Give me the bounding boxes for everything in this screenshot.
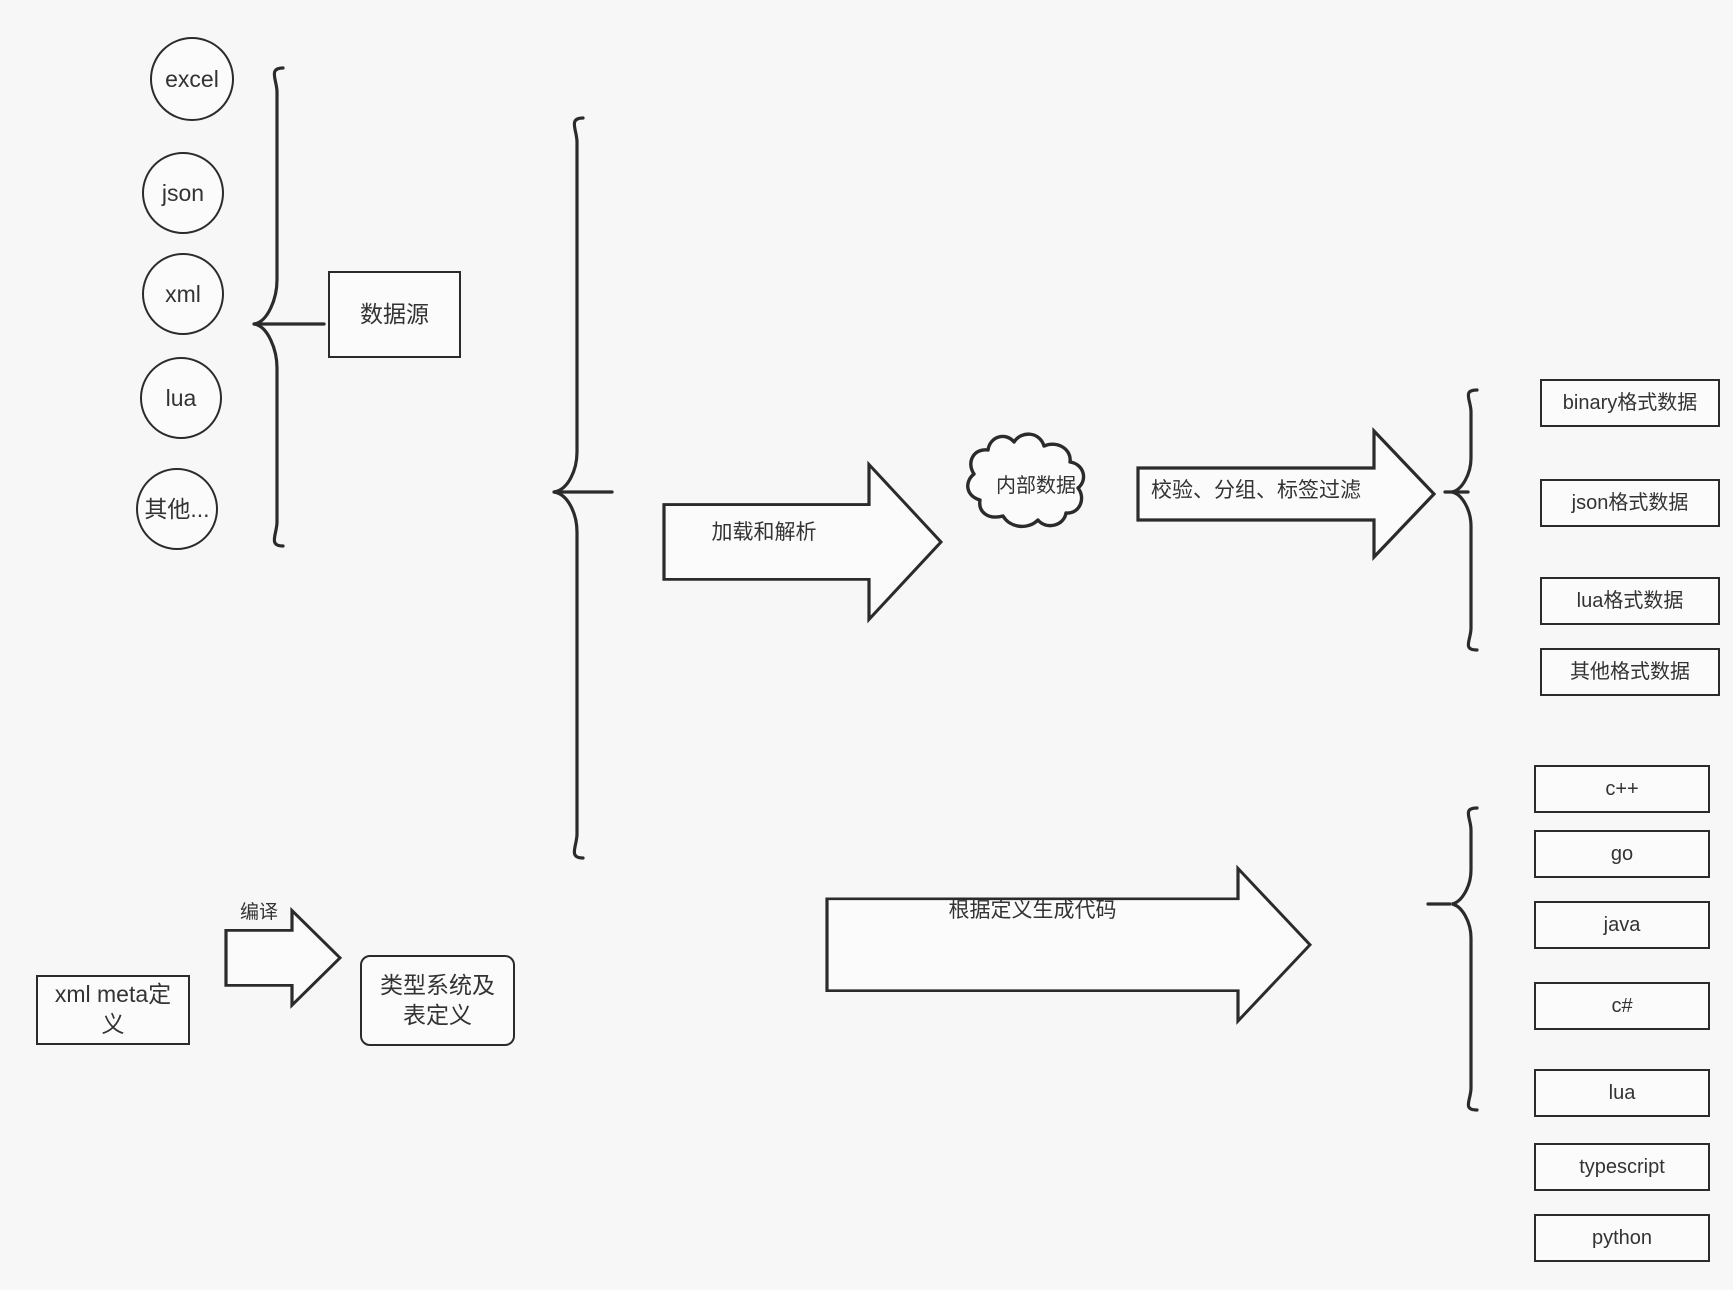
source-node-other[interactable]: 其他... <box>136 468 218 550</box>
source-node-json-label: json <box>161 179 205 206</box>
arrow-validate-group-filter <box>1136 427 1437 561</box>
type-system-box-label: 类型系统及表定义 <box>380 971 495 1028</box>
output-language-csharp-label: c# <box>1611 995 1633 1017</box>
output-format-binary[interactable]: binary格式数据 <box>1540 379 1720 427</box>
source-node-xml-label: xml <box>165 280 201 307</box>
xml-meta-box-label: xml meta定义 <box>54 981 172 1037</box>
output-language-typescript[interactable]: typescript <box>1534 1143 1710 1191</box>
source-node-other-label: 其他... <box>144 495 210 522</box>
source-node-xml[interactable]: xml <box>142 253 224 335</box>
source-node-excel[interactable]: excel <box>150 37 234 121</box>
source-node-lua-label: lua <box>165 384 197 411</box>
output-language-python[interactable]: python <box>1534 1214 1710 1262</box>
output-language-lua[interactable]: lua <box>1534 1069 1710 1117</box>
output-format-lua[interactable]: lua格式数据 <box>1540 577 1720 625</box>
arrow-compile-label: 编译 <box>239 901 278 923</box>
cloud-internal-data-label: 内部数据 <box>996 474 1076 497</box>
arrow-load-parse <box>662 460 944 624</box>
arrow-validate-group-filter-label: 校验、分组、标签过滤 <box>1151 479 1361 502</box>
output-format-other-label: 其他格式数据 <box>1570 661 1690 683</box>
output-format-lua-label: lua格式数据 <box>1576 590 1684 612</box>
output-language-csharp[interactable]: c# <box>1534 982 1710 1030</box>
output-language-lua-label: lua <box>1608 1082 1636 1104</box>
output-language-go-label: go <box>1610 843 1634 865</box>
output-format-binary-label: binary格式数据 <box>1562 392 1698 414</box>
source-node-excel-label: excel <box>165 65 219 92</box>
type-system-box[interactable]: 类型系统及表定义 <box>360 955 515 1046</box>
output-language-go[interactable]: go <box>1534 830 1710 878</box>
data-source-box-label: 数据源 <box>360 300 429 327</box>
brace-output-languages <box>1426 806 1479 1112</box>
output-format-json-label: json格式数据 <box>1571 492 1689 514</box>
arrow-generate-code <box>825 864 1313 1025</box>
output-format-json[interactable]: json格式数据 <box>1540 479 1720 527</box>
output-language-java[interactable]: java <box>1534 901 1710 949</box>
arrow-generate-code-label: 根据定义生成代码 <box>948 899 1117 922</box>
source-node-json[interactable]: json <box>142 152 224 234</box>
brace-data-sources <box>252 66 326 548</box>
brace-pipeline-inputs <box>552 116 614 860</box>
data-source-box[interactable]: 数据源 <box>328 271 461 358</box>
cloud-internal-data <box>966 432 1086 528</box>
xml-meta-box[interactable]: xml meta定义 <box>36 975 190 1045</box>
output-language-python-label: python <box>1591 1227 1653 1249</box>
output-language-typescript-label: typescript <box>1579 1156 1665 1178</box>
arrow-load-parse-label: 加载和解析 <box>711 521 817 544</box>
brace-output-formats <box>1443 388 1479 652</box>
output-language-java-label: java <box>1603 914 1641 936</box>
output-language-cpp-label: c++ <box>1605 778 1639 800</box>
arrow-compile <box>224 906 343 1009</box>
output-language-cpp[interactable]: c++ <box>1534 765 1710 813</box>
source-node-lua[interactable]: lua <box>140 357 222 439</box>
output-format-other[interactable]: 其他格式数据 <box>1540 648 1720 696</box>
